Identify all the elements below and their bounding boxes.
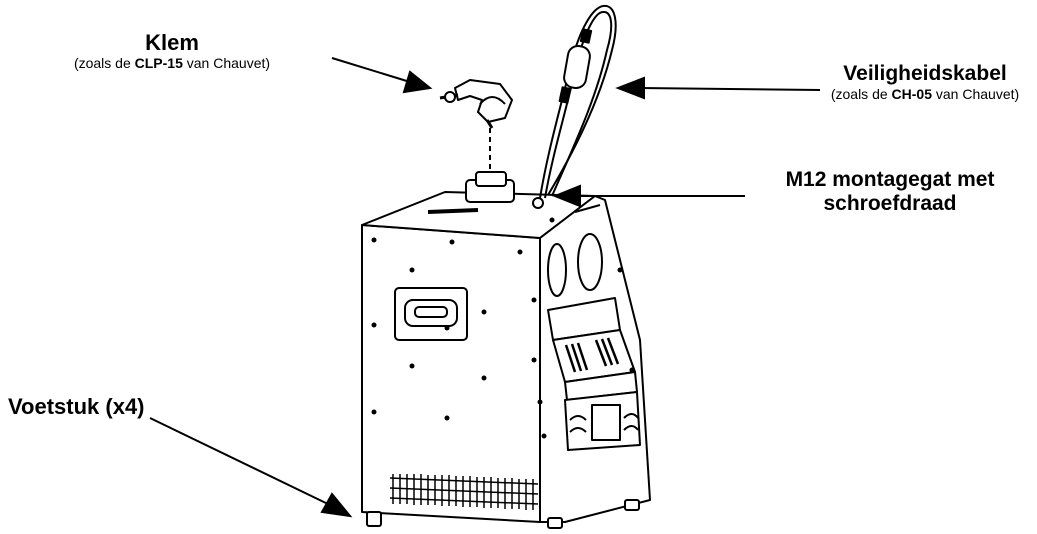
kabel-sub-pre: (zoals de bbox=[830, 86, 892, 103]
foot-1 bbox=[366, 511, 382, 527]
kabel-sub-model: CH-05 bbox=[891, 86, 932, 103]
front-opening-left bbox=[547, 243, 567, 297]
kabel-subtitle: (zoals de CH-05 van Chauvet) bbox=[820, 86, 1030, 102]
foot-2 bbox=[547, 517, 563, 529]
label-veiligheidskabel: Veiligheidskabel (zoals de CH-05 van Cha… bbox=[820, 62, 1030, 102]
klem-subtitle: (zoals de CLP-15 van Chauvet) bbox=[22, 55, 322, 71]
arrow-voet bbox=[149, 417, 331, 506]
kabel-sub-post: van Chauvet) bbox=[932, 86, 1020, 103]
kabel-title: Veiligheidskabel bbox=[843, 62, 1007, 85]
bottom-vent-grille bbox=[389, 474, 539, 510]
klem-sub-pre: (zoals de bbox=[73, 55, 135, 72]
klem-sub-post: van Chauvet) bbox=[182, 55, 271, 72]
voet-title: Voetstuk (x4) bbox=[8, 394, 145, 419]
klem-sub-model: CLP-15 bbox=[134, 55, 183, 72]
clamp-icon bbox=[439, 79, 513, 129]
fixture-left-face bbox=[361, 224, 541, 523]
label-voetstuk: Voetstuk (x4) bbox=[8, 394, 208, 419]
screws bbox=[371, 217, 635, 439]
m12-line1: M12 montagegat met bbox=[785, 168, 995, 191]
label-m12-mounting-hole: M12 montagegat met schroefdraad bbox=[745, 168, 1035, 216]
label-klem: Klem (zoals de CLP-15 van Chauvet) bbox=[22, 30, 322, 71]
arrow-kabel bbox=[639, 87, 821, 91]
klem-title: Klem bbox=[145, 30, 199, 55]
front-opening-right bbox=[577, 233, 603, 291]
m12-line2: schroefdraad bbox=[823, 192, 957, 216]
foot-3 bbox=[624, 499, 640, 511]
arrow-klem bbox=[331, 57, 411, 83]
safety-cable-icon bbox=[539, 4, 617, 199]
